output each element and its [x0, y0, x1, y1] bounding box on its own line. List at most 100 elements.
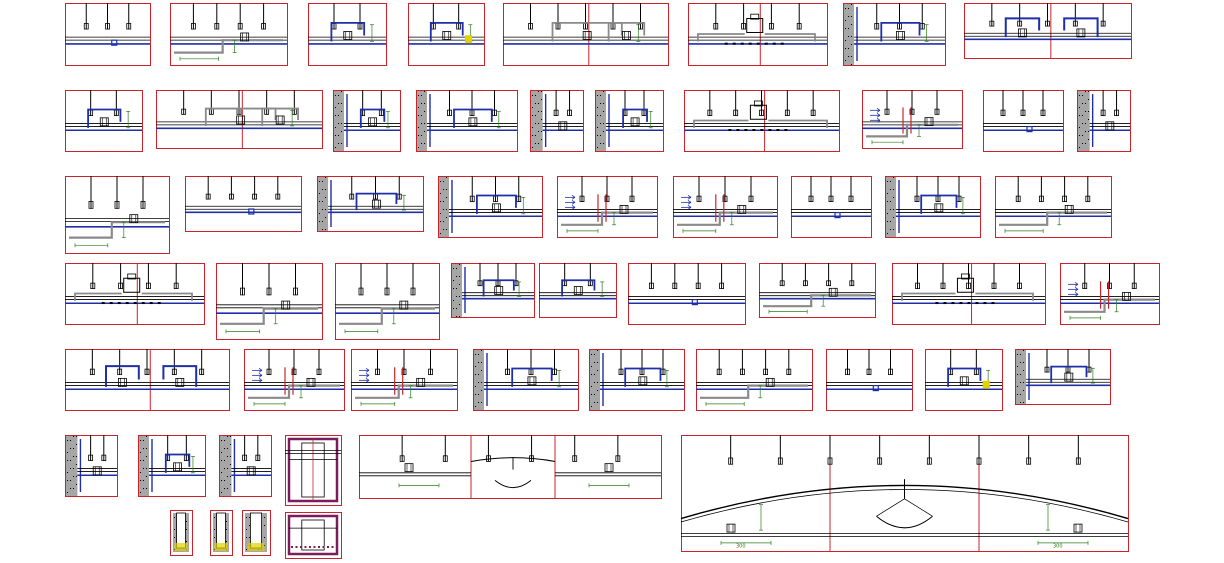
detail-frame	[843, 3, 946, 66]
grille-slot	[117, 302, 121, 305]
hatch-dot	[591, 406, 592, 407]
hatch-dot	[76, 444, 77, 445]
hatch-dot	[140, 460, 141, 461]
hanger-clip	[716, 368, 722, 376]
hatch-dot	[76, 436, 77, 437]
hatch-dot	[541, 111, 542, 112]
hatch-dot	[845, 28, 846, 29]
pillar-core	[216, 512, 226, 549]
hanger-clip	[808, 195, 814, 203]
hanger-clip	[567, 109, 572, 117]
cove-profile	[1050, 365, 1088, 384]
light-fixture	[1018, 28, 1027, 38]
hatch-dot	[325, 229, 326, 230]
detail-r1-4	[408, 3, 485, 66]
grille-slot	[133, 302, 137, 305]
hatch-dot	[594, 394, 595, 395]
hatch-dot	[851, 44, 852, 45]
fixture-housing	[956, 277, 974, 293]
hanger-clip	[779, 280, 785, 287]
light-fixture	[173, 462, 182, 472]
hatch-dot	[322, 209, 323, 210]
hatch-dot	[453, 280, 454, 281]
hanger-clip	[649, 282, 654, 290]
detail-frame	[185, 176, 302, 232]
hanger-clip	[1026, 457, 1032, 465]
grille-slot	[951, 302, 955, 305]
hanger-clip	[759, 109, 764, 117]
hatch-dot	[597, 382, 598, 383]
hanger-clip	[528, 23, 533, 30]
detail-frame	[995, 176, 1112, 238]
hatch-dot	[459, 304, 460, 305]
grille-slot	[149, 302, 153, 305]
light-fixture	[118, 377, 127, 387]
soffit-profile	[764, 33, 816, 42]
detail-r2-3	[333, 90, 401, 152]
hatch-dot	[146, 448, 147, 449]
hatch-dot	[1088, 139, 1089, 140]
grille-slot	[756, 42, 760, 45]
wall-hatch	[844, 4, 854, 65]
hatch-dot	[186, 521, 187, 522]
light-fixture	[924, 117, 934, 127]
detail-r7-3	[242, 510, 271, 556]
detail-r3-6	[673, 176, 778, 238]
hatch-dot	[143, 440, 144, 441]
light-fixture	[896, 31, 905, 40]
detail-frame	[333, 90, 401, 152]
hatch-dot	[249, 537, 250, 538]
hanger-clip	[748, 195, 754, 203]
hatch-dot	[230, 464, 231, 465]
detail-r7-1	[170, 510, 193, 556]
arrow-head	[571, 202, 576, 205]
detail-frame	[451, 263, 535, 318]
hanger-clip	[1100, 109, 1106, 117]
hatch-dot	[221, 492, 222, 493]
light-fixture	[368, 117, 377, 127]
hatch-dot	[478, 374, 479, 375]
hatch-dot	[453, 308, 454, 309]
detail-frame	[473, 349, 579, 411]
wall-hatch	[66, 436, 78, 496]
hanger-clip	[615, 455, 621, 462]
hanger-clip	[1017, 282, 1022, 290]
light-fixture	[240, 32, 250, 42]
access-hatch	[1026, 125, 1033, 133]
detail-frame	[885, 176, 981, 238]
hanger-clip	[126, 23, 132, 30]
cove-profile	[947, 367, 982, 387]
hatch-dot	[597, 390, 598, 391]
hatch-dot	[887, 213, 888, 214]
cove-profile	[920, 194, 958, 214]
hanger-clip	[1131, 282, 1137, 290]
hatch-dot	[1079, 115, 1080, 116]
cove-profile	[453, 108, 493, 128]
hanger-clip	[477, 280, 483, 287]
dimension-label: 300	[1053, 544, 1063, 550]
hatch-dot	[319, 213, 320, 214]
light-fixture	[306, 377, 316, 387]
hatch-dot	[440, 181, 441, 182]
hatch-dot	[1023, 382, 1024, 383]
hatch-dot	[535, 135, 536, 136]
hanger-clip	[145, 282, 151, 290]
step-profile	[677, 211, 773, 226]
hatch-dot	[851, 56, 852, 57]
detail-r4-1	[65, 263, 205, 325]
fixture-housing	[123, 277, 141, 293]
hanger-clip	[1082, 282, 1088, 290]
detail-frame	[696, 349, 813, 411]
hatch-dot	[230, 484, 231, 485]
hanger-clip	[89, 368, 95, 376]
access-hatch	[248, 208, 255, 215]
soffit-profile	[697, 33, 745, 42]
hatch-dot	[481, 362, 482, 363]
hatch-dot	[893, 217, 894, 218]
hanger-clip	[1020, 109, 1026, 117]
hatch-dot	[1020, 374, 1021, 375]
hanger-clip	[1107, 282, 1112, 290]
chandelier-bowl	[876, 515, 933, 529]
hanger-clip	[845, 368, 850, 376]
light-fixture	[1073, 523, 1083, 533]
